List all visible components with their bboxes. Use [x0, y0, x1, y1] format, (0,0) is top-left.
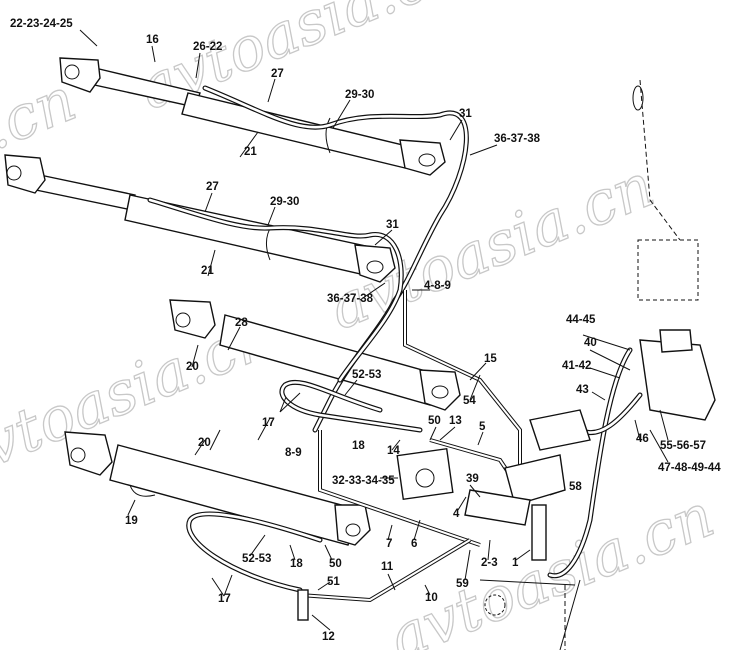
part-label: 4-8-9 — [424, 280, 451, 292]
part-label: 4 — [453, 508, 460, 520]
part-label: 17 — [262, 417, 275, 429]
part-label: 36-37-38 — [494, 133, 541, 145]
part-label: 31 — [386, 219, 399, 231]
part-label: 46 — [636, 433, 649, 445]
part-label: 12 — [322, 631, 335, 643]
part-label: 52-53 — [352, 369, 381, 381]
leader-lines — [79, 29, 669, 631]
part-label: 27 — [206, 181, 219, 193]
part-label: 28 — [235, 317, 248, 329]
callout-labels: 22-23-24-25 16 26-22 27 29-30 31 36-37-3… — [10, 18, 721, 643]
part-label: 5 — [479, 421, 486, 433]
part-label: 52-53 — [242, 553, 271, 565]
control-valve-assembly — [297, 79, 716, 650]
part-label: 18 — [290, 558, 303, 570]
part-label: 15 — [484, 353, 497, 365]
part-label: 58 — [569, 481, 582, 493]
part-label: 27 — [271, 68, 284, 80]
part-label: 29-30 — [270, 196, 299, 208]
steel-pipes — [299, 290, 522, 603]
part-label: 47-48-49-44 — [658, 462, 721, 474]
part-label: 51 — [327, 576, 340, 588]
part-label: 29-30 — [345, 89, 374, 101]
part-label: 54 — [463, 395, 476, 407]
part-label: 13 — [449, 415, 462, 427]
part-label: 8-9 — [285, 447, 302, 459]
part-label: 31 — [459, 108, 472, 120]
part-label: 39 — [466, 473, 479, 485]
part-label: 44-45 — [566, 314, 596, 326]
part-label: 19 — [125, 515, 138, 527]
watermark: avtoasia.cn — [129, 0, 473, 124]
part-label: 59 — [456, 578, 469, 590]
part-label: 7 — [386, 538, 392, 550]
part-label: 1 — [512, 557, 519, 569]
part-label: 36-37-38 — [327, 293, 374, 305]
part-label: 16 — [146, 34, 159, 46]
part-label: 10 — [425, 592, 438, 604]
part-label: 22-23-24-25 — [10, 18, 73, 30]
part-label: 32-33-34-35 — [332, 475, 395, 487]
lift-cylinder-lower — [4, 154, 396, 283]
part-label: 20 — [186, 361, 199, 373]
part-label: 55-56-57 — [660, 440, 706, 452]
tilt-cylinder-lower — [64, 431, 371, 546]
tilt-cylinder-middle — [169, 299, 461, 411]
part-label: 18 — [352, 440, 365, 452]
part-label: 41-42 — [562, 360, 591, 372]
part-label: 50 — [329, 558, 342, 570]
part-label: 14 — [387, 445, 400, 457]
part-label: 17 — [218, 593, 231, 605]
lift-cylinder-upper — [59, 57, 446, 176]
part-label: 20 — [198, 437, 211, 449]
part-label: 2-3 — [481, 557, 498, 569]
part-label: 43 — [576, 384, 589, 396]
part-label: 26-22 — [193, 41, 222, 53]
part-label: 6 — [411, 538, 417, 550]
part-label: 40 — [584, 337, 597, 349]
hydraulic-hoses — [147, 85, 643, 593]
part-label: 21 — [244, 146, 257, 158]
part-label: 21 — [201, 265, 214, 277]
part-label: 11 — [381, 561, 394, 573]
part-label: 50 — [428, 415, 441, 427]
